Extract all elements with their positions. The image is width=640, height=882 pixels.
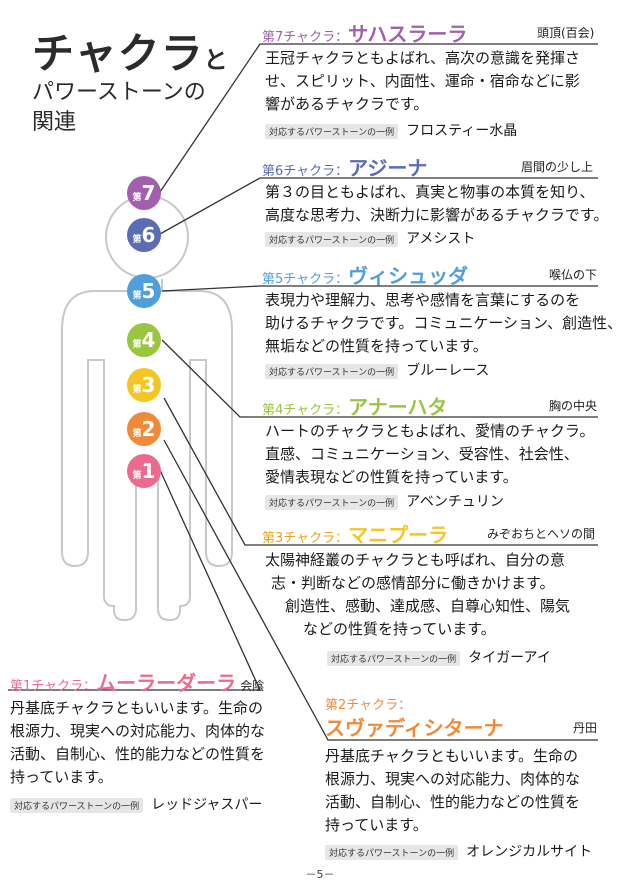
leader-7 xyxy=(159,43,598,193)
chakra-4-stone: 対応するパワーストーンの一例アベンチュリン xyxy=(265,491,504,511)
chakra-badge-4: 第4 xyxy=(127,323,161,357)
chakra-2-prefix: 第2チャクラ： xyxy=(325,698,412,713)
chakra-badge-7: 第7 xyxy=(127,176,161,210)
chakra-2-description: 丹基底チャクラともいいます。生命の根源力、現実への対応能力、肉体的な活動、自制心… xyxy=(325,747,581,834)
chakra-badge-5: 第5 xyxy=(127,274,161,308)
chakra-7-location: 頭頂(百会) xyxy=(537,26,595,40)
chakra-2-location: 丹田 xyxy=(573,721,598,735)
chakra-badge-6: 第6 xyxy=(127,218,161,252)
chakra-7-stone: 対応するパワーストーンの一例フロスティー水晶 xyxy=(265,120,517,140)
chakra-3-heading: 第3チャクラ：マニプーラ xyxy=(262,523,449,547)
leader-5 xyxy=(161,285,598,292)
page-subtitle-2: 関連 xyxy=(32,110,77,135)
chakra-6-stone: 対応するパワーストーンの一例アメシスト xyxy=(265,228,475,248)
chakra-5-description: 表現力や理解力、思考や感情を言葉にするのを助けるチャクラです。コミュニケーション… xyxy=(265,291,623,355)
chakra-2-name: スヴァディシターナ xyxy=(325,716,504,740)
leader-6 xyxy=(159,177,598,235)
chakra-badge-3: 第3 xyxy=(127,368,161,402)
chakra-1-stone: 対応するパワーストーンの一例レッドジャスパー xyxy=(10,794,262,814)
page-subtitle: パワーストーンの xyxy=(32,80,206,105)
leader-4 xyxy=(161,339,598,418)
chakra-3-description: 太陽神経叢のチャクラとも呼ばれ、自分の意 志・判断などの感情部分に働きかけます。… xyxy=(265,551,571,638)
page-title: チャクラと xyxy=(32,29,229,78)
chakra-1-heading: 第1チャクラ：ムーラーダーラ 会陰 xyxy=(10,671,265,695)
chakra-1-location: 会陰 xyxy=(240,679,265,693)
chakra-6-description: 第３の目ともよばれ、真実と物事の本質を知り、高度な思考力、決断力に影響があるチャ… xyxy=(265,183,609,224)
chakra-4-heading: 第4チャクラ：アナーハタ xyxy=(262,395,448,419)
chakra-5-location: 喉仏の下 xyxy=(549,268,598,282)
chakra-5-heading: 第5チャクラ：ヴィシュッダ xyxy=(262,264,469,288)
leader-2 xyxy=(163,439,598,741)
chakra-7-heading: 第7チャクラ：サハスラーラ xyxy=(262,22,468,46)
chakra-3-stone: 対応するパワーストーンの一例タイガーアイ xyxy=(327,647,551,667)
page-number: －5－ xyxy=(305,868,335,881)
chakra-badge-2: 第2 xyxy=(127,412,161,446)
leader-1 xyxy=(8,469,262,691)
chakra-2-stone: 対応するパワーストーンの一例オレンジカルサイト xyxy=(325,841,592,861)
chakra-4-description: ハートのチャクラともよばれ、愛情のチャクラ。直感、コミュニケーション、受容性、社… xyxy=(265,422,595,486)
chakra-3-location: みぞおちとヘソの間 xyxy=(487,527,596,541)
chakra-5-stone: 対応するパワーストーンの一例ブルーレース xyxy=(265,360,489,380)
chakra-badge-1: 第1 xyxy=(127,454,161,488)
leader-3 xyxy=(163,397,598,546)
chakra-6-location: 眉間の少し上 xyxy=(521,160,594,174)
chakra-7-description: 王冠チャクラともよばれ、高次の意識を発揮させ、スピリット、内面性、運命・宿命など… xyxy=(265,49,581,113)
chakra-4-location: 胸の中央 xyxy=(549,399,598,413)
chakra-6-heading: 第6チャクラ：アジーナ xyxy=(262,156,428,180)
chakra-1-description: 丹基底チャクラともいいます。生命の根源力、現実への対応能力、肉体的な活動、自制心… xyxy=(10,699,266,786)
